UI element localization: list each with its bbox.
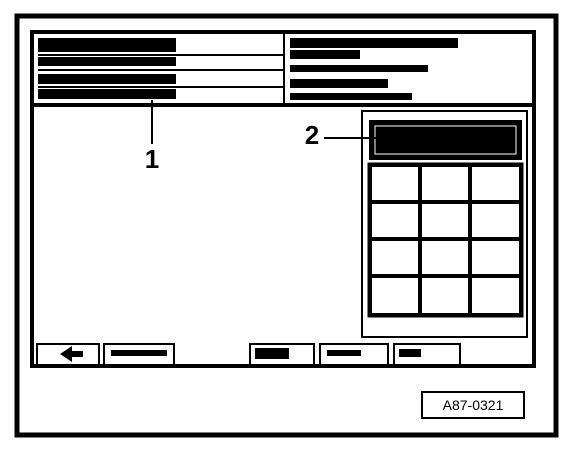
keypad-key[interactable] <box>420 276 470 315</box>
callout-2-label: 2 <box>305 120 319 150</box>
header-bar <box>38 89 176 99</box>
softkey-button[interactable] <box>319 343 389 366</box>
figure-id-label: A87-0321 <box>443 397 504 413</box>
keypad-key[interactable] <box>470 239 521 276</box>
keypad-key[interactable] <box>470 202 521 239</box>
left-arrow-icon-stem <box>71 351 83 357</box>
keypad-key[interactable] <box>370 239 420 276</box>
left-arrow-icon <box>60 346 72 362</box>
outer-frame <box>14 13 559 438</box>
header-bar <box>38 74 176 84</box>
keypad-grid <box>370 165 521 315</box>
callout-1-label: 1 <box>145 144 159 174</box>
header-left-block <box>38 38 284 99</box>
keypad-display-inset <box>374 125 517 155</box>
softkey-label-bar <box>255 348 289 359</box>
softkey-label-bar <box>111 350 167 356</box>
header-bar <box>290 50 360 59</box>
keypad-frame <box>361 110 528 338</box>
header-bar <box>38 38 176 52</box>
softkey-button[interactable] <box>393 343 461 366</box>
keypad-key[interactable] <box>370 165 420 202</box>
header-bar <box>290 65 428 72</box>
header-panel <box>32 34 534 107</box>
keypad-key[interactable] <box>370 276 420 315</box>
keypad-key[interactable] <box>420 165 470 202</box>
softkey-button[interactable] <box>249 343 315 366</box>
header-bar <box>290 93 412 100</box>
keypad-grid-frame <box>367 162 524 318</box>
keypad-key[interactable] <box>470 276 521 315</box>
keypad-panel <box>361 110 528 338</box>
header-bar <box>38 57 176 66</box>
figure-id-frame <box>421 391 525 419</box>
keypad-display <box>369 120 522 160</box>
keypad-key[interactable] <box>420 202 470 239</box>
softkey-label-bar <box>399 349 421 357</box>
keypad-key[interactable] <box>470 165 521 202</box>
callout-2: 2 <box>305 120 382 150</box>
back-button[interactable] <box>36 343 100 366</box>
keypad-key[interactable] <box>420 239 470 276</box>
softkey-row <box>36 343 461 366</box>
softkey-label-bar <box>327 350 361 356</box>
keypad-key[interactable] <box>370 202 420 239</box>
header-bar <box>290 38 458 48</box>
figure-id-box: A87-0321 <box>421 391 525 419</box>
softkey-button[interactable] <box>103 343 175 366</box>
header-right-block <box>290 38 458 100</box>
header-bar <box>290 79 388 88</box>
callout-1: 1 <box>145 100 159 174</box>
